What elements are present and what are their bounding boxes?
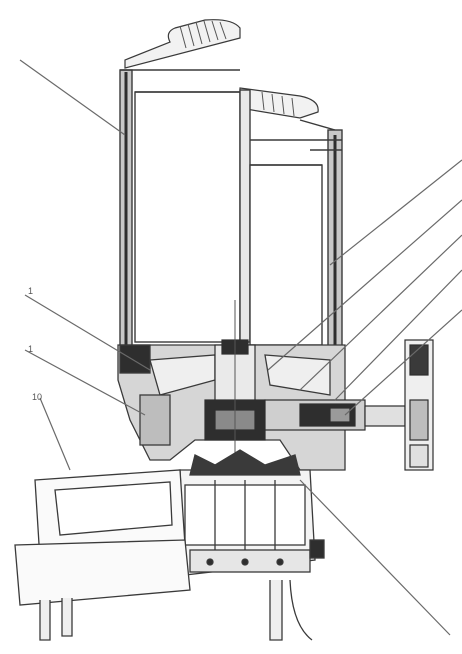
callout-label-b: 1 (28, 344, 33, 354)
motor-housing (179, 449, 325, 576)
reservoir (119, 69, 343, 361)
callout-label-c: 10 (32, 392, 42, 402)
cover-ribs-right (261, 91, 295, 117)
outlet-fitting (264, 339, 434, 471)
leader-lines (19, 59, 462, 636)
reservoir-cover (124, 19, 319, 119)
callout-label-a: 1 (28, 286, 33, 296)
cover-ribs (179, 20, 227, 49)
pump-element (204, 300, 266, 470)
base-tray (14, 469, 313, 641)
